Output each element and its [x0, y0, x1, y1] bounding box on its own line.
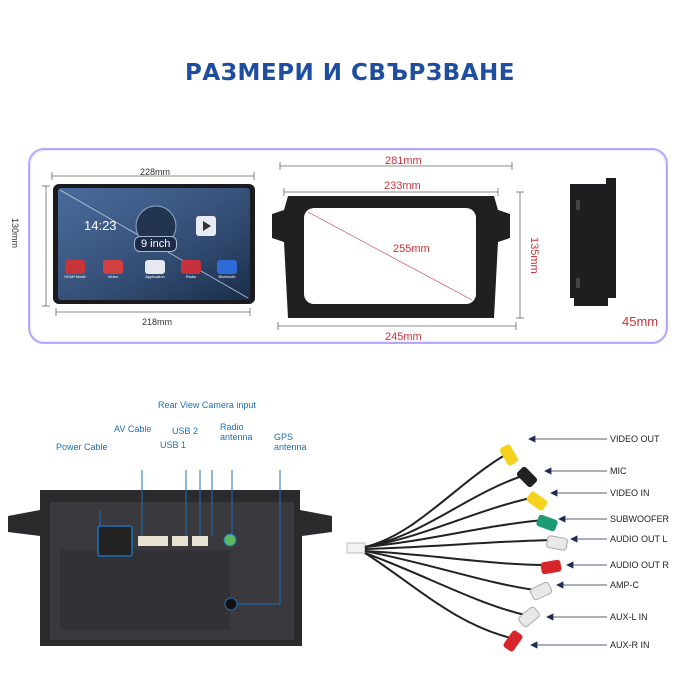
- rear-camera-label: Rear View Camera input: [158, 400, 256, 410]
- rca-audio-out-r-label: AUDIO OUT R: [610, 560, 669, 570]
- rca-aux-l-in-label: AUX-L IN: [610, 612, 648, 622]
- rca-amp-c-label: AMP-C: [610, 580, 639, 590]
- app-radio[interactable]: Radio: [178, 260, 204, 279]
- usb2-label: USB 2: [172, 426, 199, 436]
- rca-mic-label: MIC: [610, 466, 627, 476]
- rca-video-in-label: VIDEO IN: [610, 488, 650, 498]
- rca-harness: [346, 435, 607, 652]
- page-title: РАЗМЕРИ И СВЪРЗВАНЕ: [185, 60, 515, 86]
- depth-dim: 45mm: [622, 314, 659, 329]
- screen-height-dim: 130mm: [10, 218, 20, 249]
- frame-inner-width-dim: 233mm: [384, 180, 421, 192]
- back-panel-unit: [8, 470, 332, 646]
- usb1-label: USB 1: [160, 440, 187, 450]
- rca-subwoofer-label: SUBWOOFER: [610, 514, 670, 524]
- frame-outer-width-dim: 281mm: [385, 155, 422, 167]
- av-cable-label: AV Cable: [114, 424, 152, 434]
- rca-aux-r-in-label: AUX-R IN: [610, 640, 650, 650]
- screen-bottom-dim: 218mm: [142, 317, 173, 327]
- screen-time: 14:23: [84, 218, 117, 233]
- power-cable-label: Power Cable: [56, 442, 108, 452]
- radio-antenna-label: Radio antenna: [220, 422, 253, 442]
- screen-size-badge: 9 inch: [134, 236, 178, 252]
- frame-height-dim: 135mm: [528, 237, 540, 274]
- app-video[interactable]: Video: [100, 260, 126, 279]
- app-application[interactable]: Application: [138, 260, 172, 279]
- app-dock: HDMI Mode Video Application Radio Blueto…: [62, 260, 244, 286]
- mounting-frame: [272, 162, 524, 330]
- app-hdmi[interactable]: HDMI Mode: [62, 260, 88, 279]
- dimensions-panel: [28, 148, 668, 344]
- rca-video-out-label: VIDEO OUT: [610, 434, 660, 444]
- gps-antenna-label: GPS antenna: [274, 432, 307, 452]
- screen-width-dim: 228mm: [140, 167, 171, 177]
- side-profile: [570, 178, 616, 306]
- frame-bottom-dim: 245mm: [385, 331, 422, 343]
- frame-diagonal-dim: 255mm: [393, 243, 430, 255]
- rca-audio-out-l-label: AUDIO OUT L: [610, 534, 668, 544]
- app-bluetooth[interactable]: Bluetooth: [212, 260, 242, 279]
